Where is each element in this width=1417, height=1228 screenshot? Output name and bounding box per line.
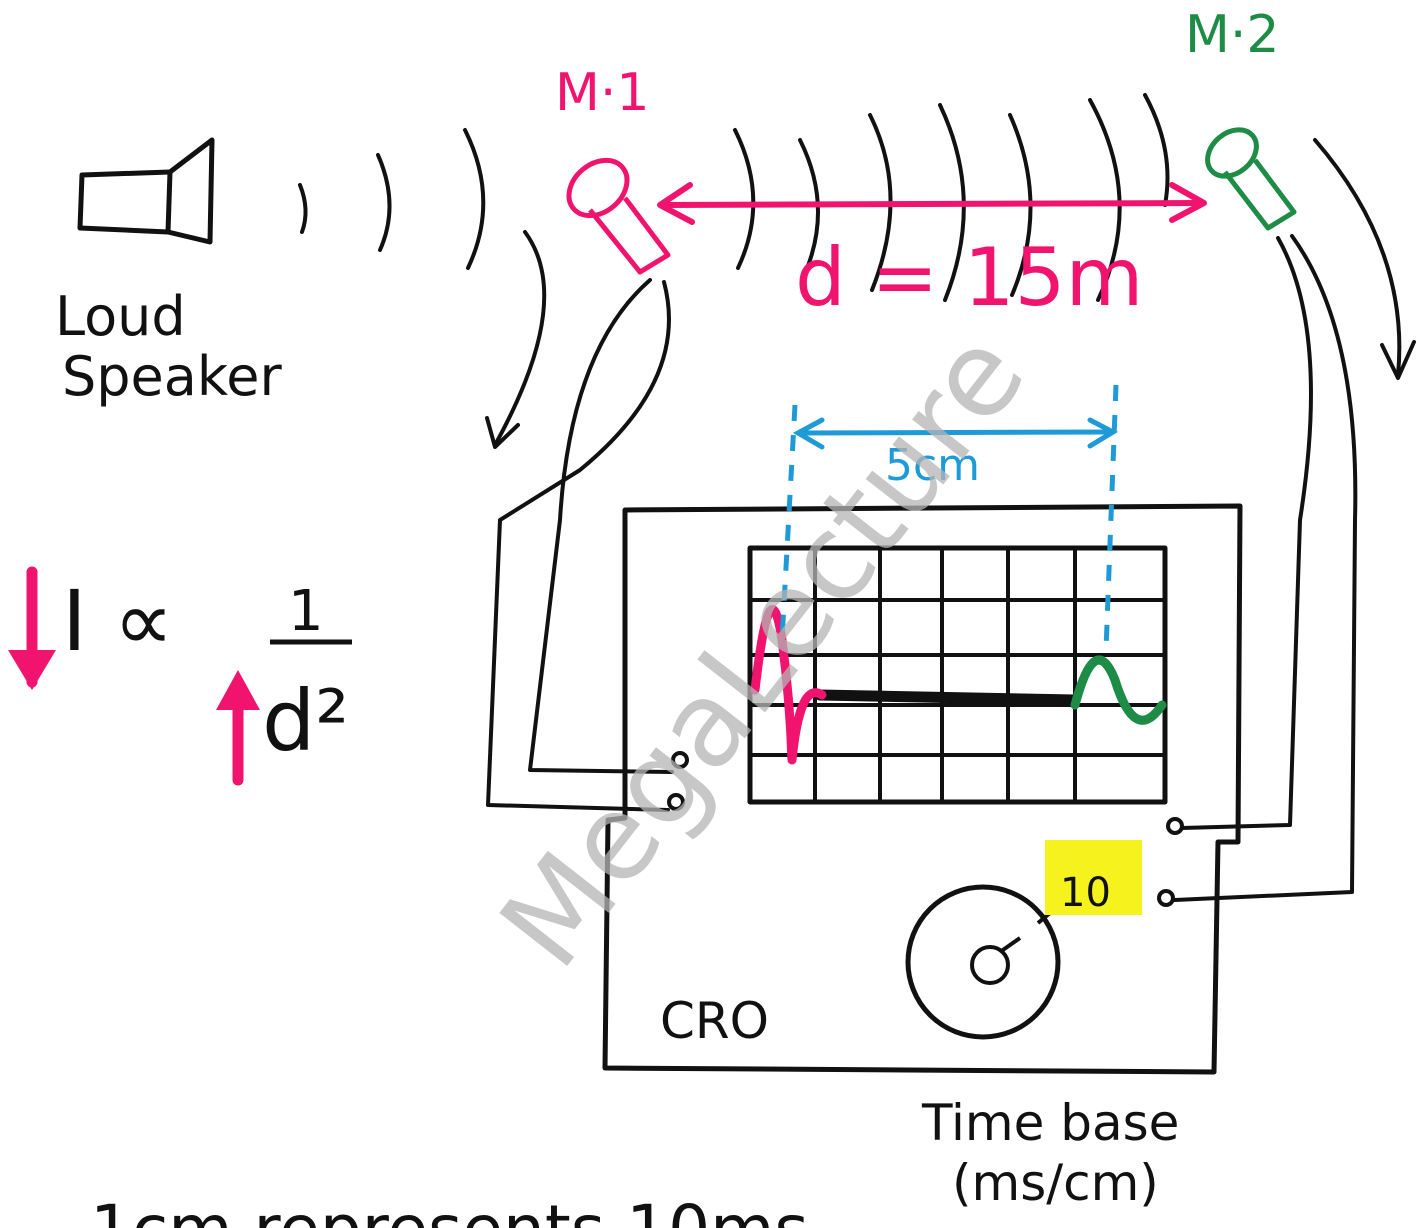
cro-terminals: [667, 751, 1184, 907]
trace-gap-measure: [779, 384, 1119, 651]
formula-denominator: d²: [262, 672, 349, 770]
cables: [486, 234, 1358, 902]
microphone-2-icon: [1205, 127, 1297, 231]
speaker-label-line1: Loud: [55, 285, 186, 348]
bottom-note: 1cm represents 10ms: [90, 1191, 809, 1228]
timebase-highlight: [1045, 840, 1142, 915]
up-arrow-icon: [216, 670, 260, 786]
microphone-1-icon: [566, 157, 671, 275]
cro-screen-grid: [747, 545, 1168, 805]
cro-box: [602, 503, 1243, 1075]
down-arrow-icon: [8, 566, 56, 690]
timebase-label-line2: (ms/cm): [952, 1154, 1159, 1212]
mic2-label: M·2: [1185, 5, 1279, 65]
formula-lhs: I ∝: [62, 572, 173, 670]
distance-label: d = 15m: [795, 231, 1143, 324]
formula-numerator: 1: [288, 579, 324, 644]
loudspeaker-icon: [77, 137, 215, 245]
sound-waves: [298, 93, 1170, 302]
traces: [750, 605, 1167, 765]
cro-label: CRO: [660, 992, 769, 1050]
speaker-label-line2: Speaker: [62, 345, 282, 408]
trace-gap-label: 5cm: [885, 440, 980, 491]
mic1-label: M·1: [555, 63, 649, 123]
timebase-label-line1: Time base: [921, 1094, 1179, 1152]
timebase-value: 10: [1060, 870, 1111, 916]
timebase-knob-icon: [905, 884, 1061, 1040]
distance-arrow: [657, 182, 1207, 225]
falloff-arrows: [485, 138, 1416, 449]
